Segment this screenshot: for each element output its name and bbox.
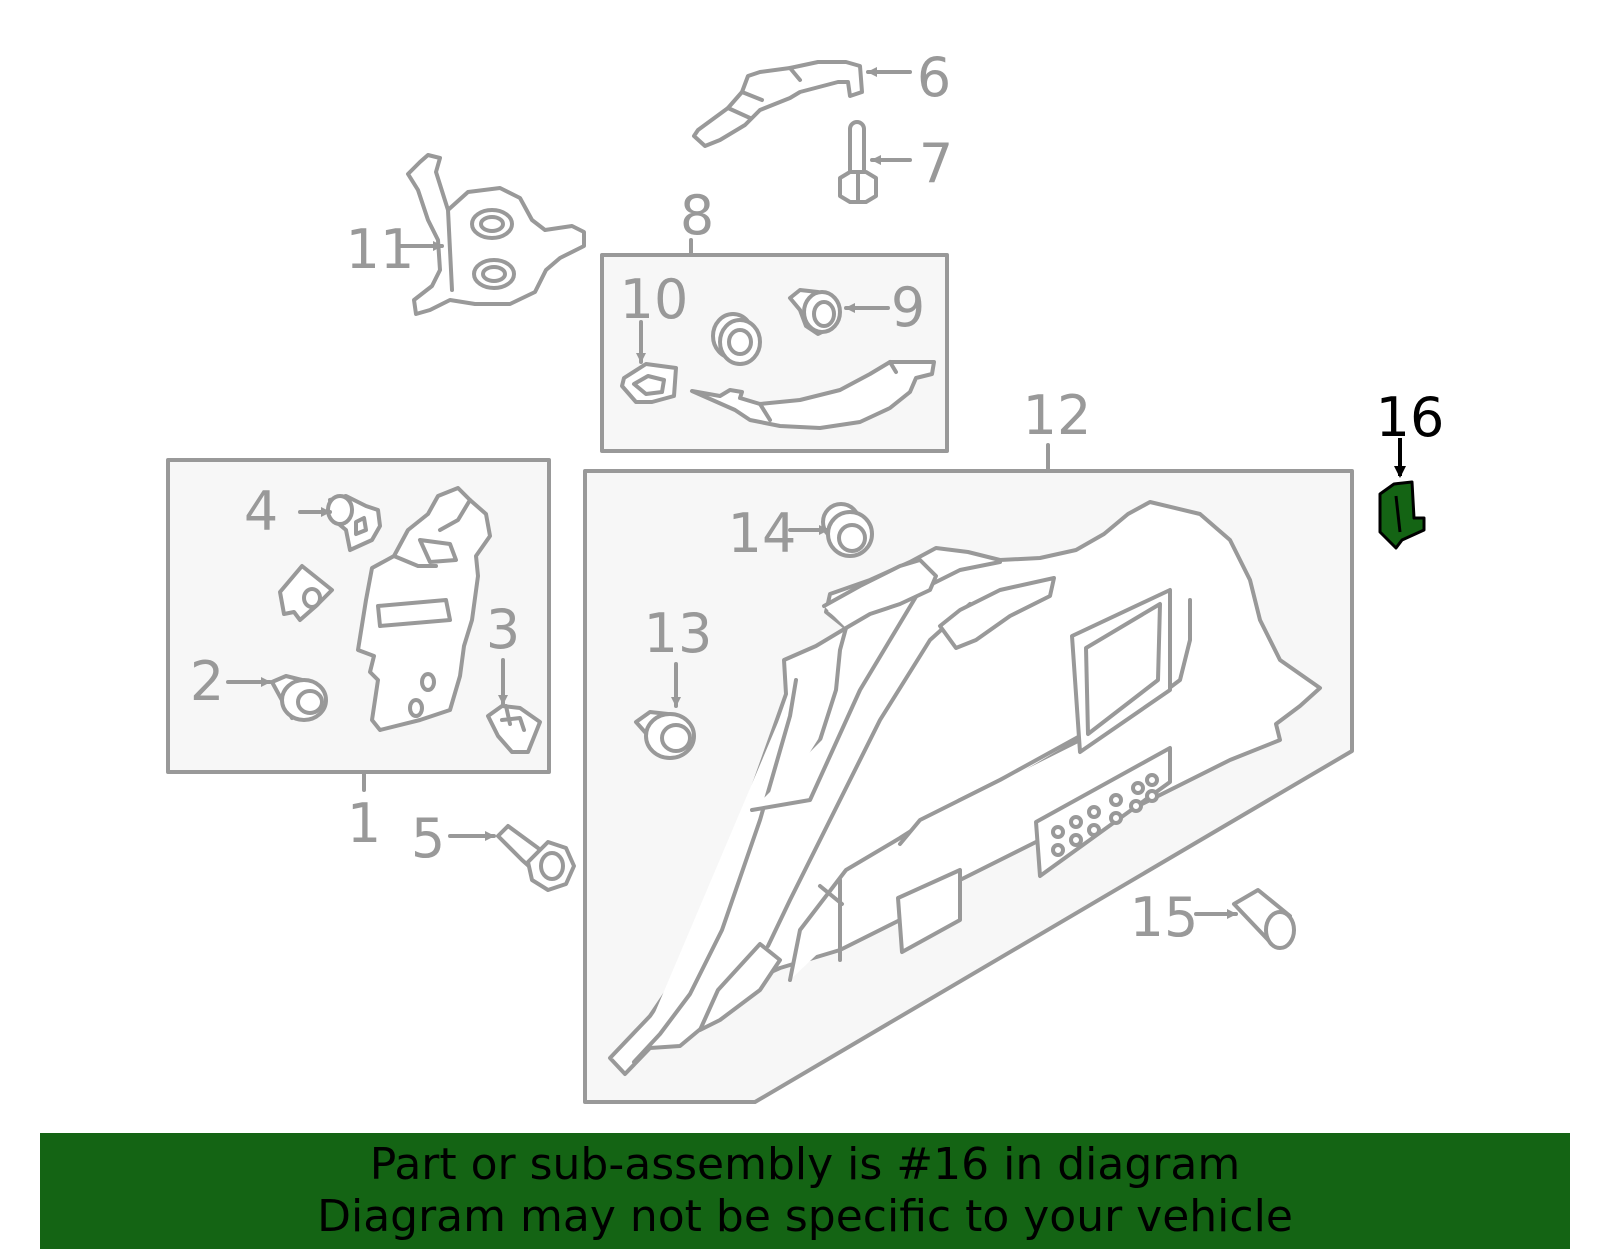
part-2-push-pin	[270, 674, 328, 722]
part-10-clip	[620, 362, 678, 404]
callout-11: 11	[346, 218, 415, 281]
callout-9: 9	[891, 276, 925, 339]
callout-2: 2	[190, 650, 224, 713]
callout-3: 3	[486, 598, 520, 661]
part-9-push-clip	[788, 288, 842, 336]
part-3-clip	[486, 704, 542, 754]
part-5-bolt	[496, 824, 576, 892]
banner-background	[40, 1133, 1570, 1249]
callout-1: 1	[347, 792, 381, 855]
info-banner: Part or sub-assembly is #16 in diagram D…	[40, 1133, 1570, 1249]
part-1-small-clip	[278, 564, 334, 622]
part-8-grommet	[711, 312, 762, 366]
part-15-plug	[1232, 888, 1296, 950]
callout-7: 7	[919, 132, 953, 195]
part-7-bolt	[838, 120, 878, 204]
callout-6: 6	[917, 46, 951, 109]
callout-15: 15	[1130, 886, 1199, 949]
callout-10: 10	[620, 268, 689, 331]
part-12-quarter-trim-panel	[608, 500, 1322, 1076]
callout-4: 4	[244, 480, 278, 543]
part-16-highlighted[interactable]	[1378, 438, 1426, 550]
callout-13: 13	[644, 602, 713, 665]
callout-16: 16	[1376, 386, 1445, 449]
part-4-screw-clip	[326, 494, 382, 552]
part-13-push-pin	[634, 710, 696, 760]
callout-14: 14	[728, 502, 797, 565]
callout-12: 12	[1023, 384, 1092, 447]
callout-5: 5	[411, 807, 445, 870]
banner-line-2: Diagram may not be specific to your vehi…	[317, 1191, 1293, 1242]
callout-8: 8	[680, 184, 714, 247]
part-6-bracket	[692, 60, 864, 148]
part-14-grommet	[821, 502, 874, 558]
banner-line-1: Part or sub-assembly is #16 in diagram	[369, 1139, 1241, 1190]
part-8-trim-strip	[690, 360, 936, 430]
part-1-bracket	[356, 486, 492, 732]
part-11-mount	[406, 153, 586, 316]
